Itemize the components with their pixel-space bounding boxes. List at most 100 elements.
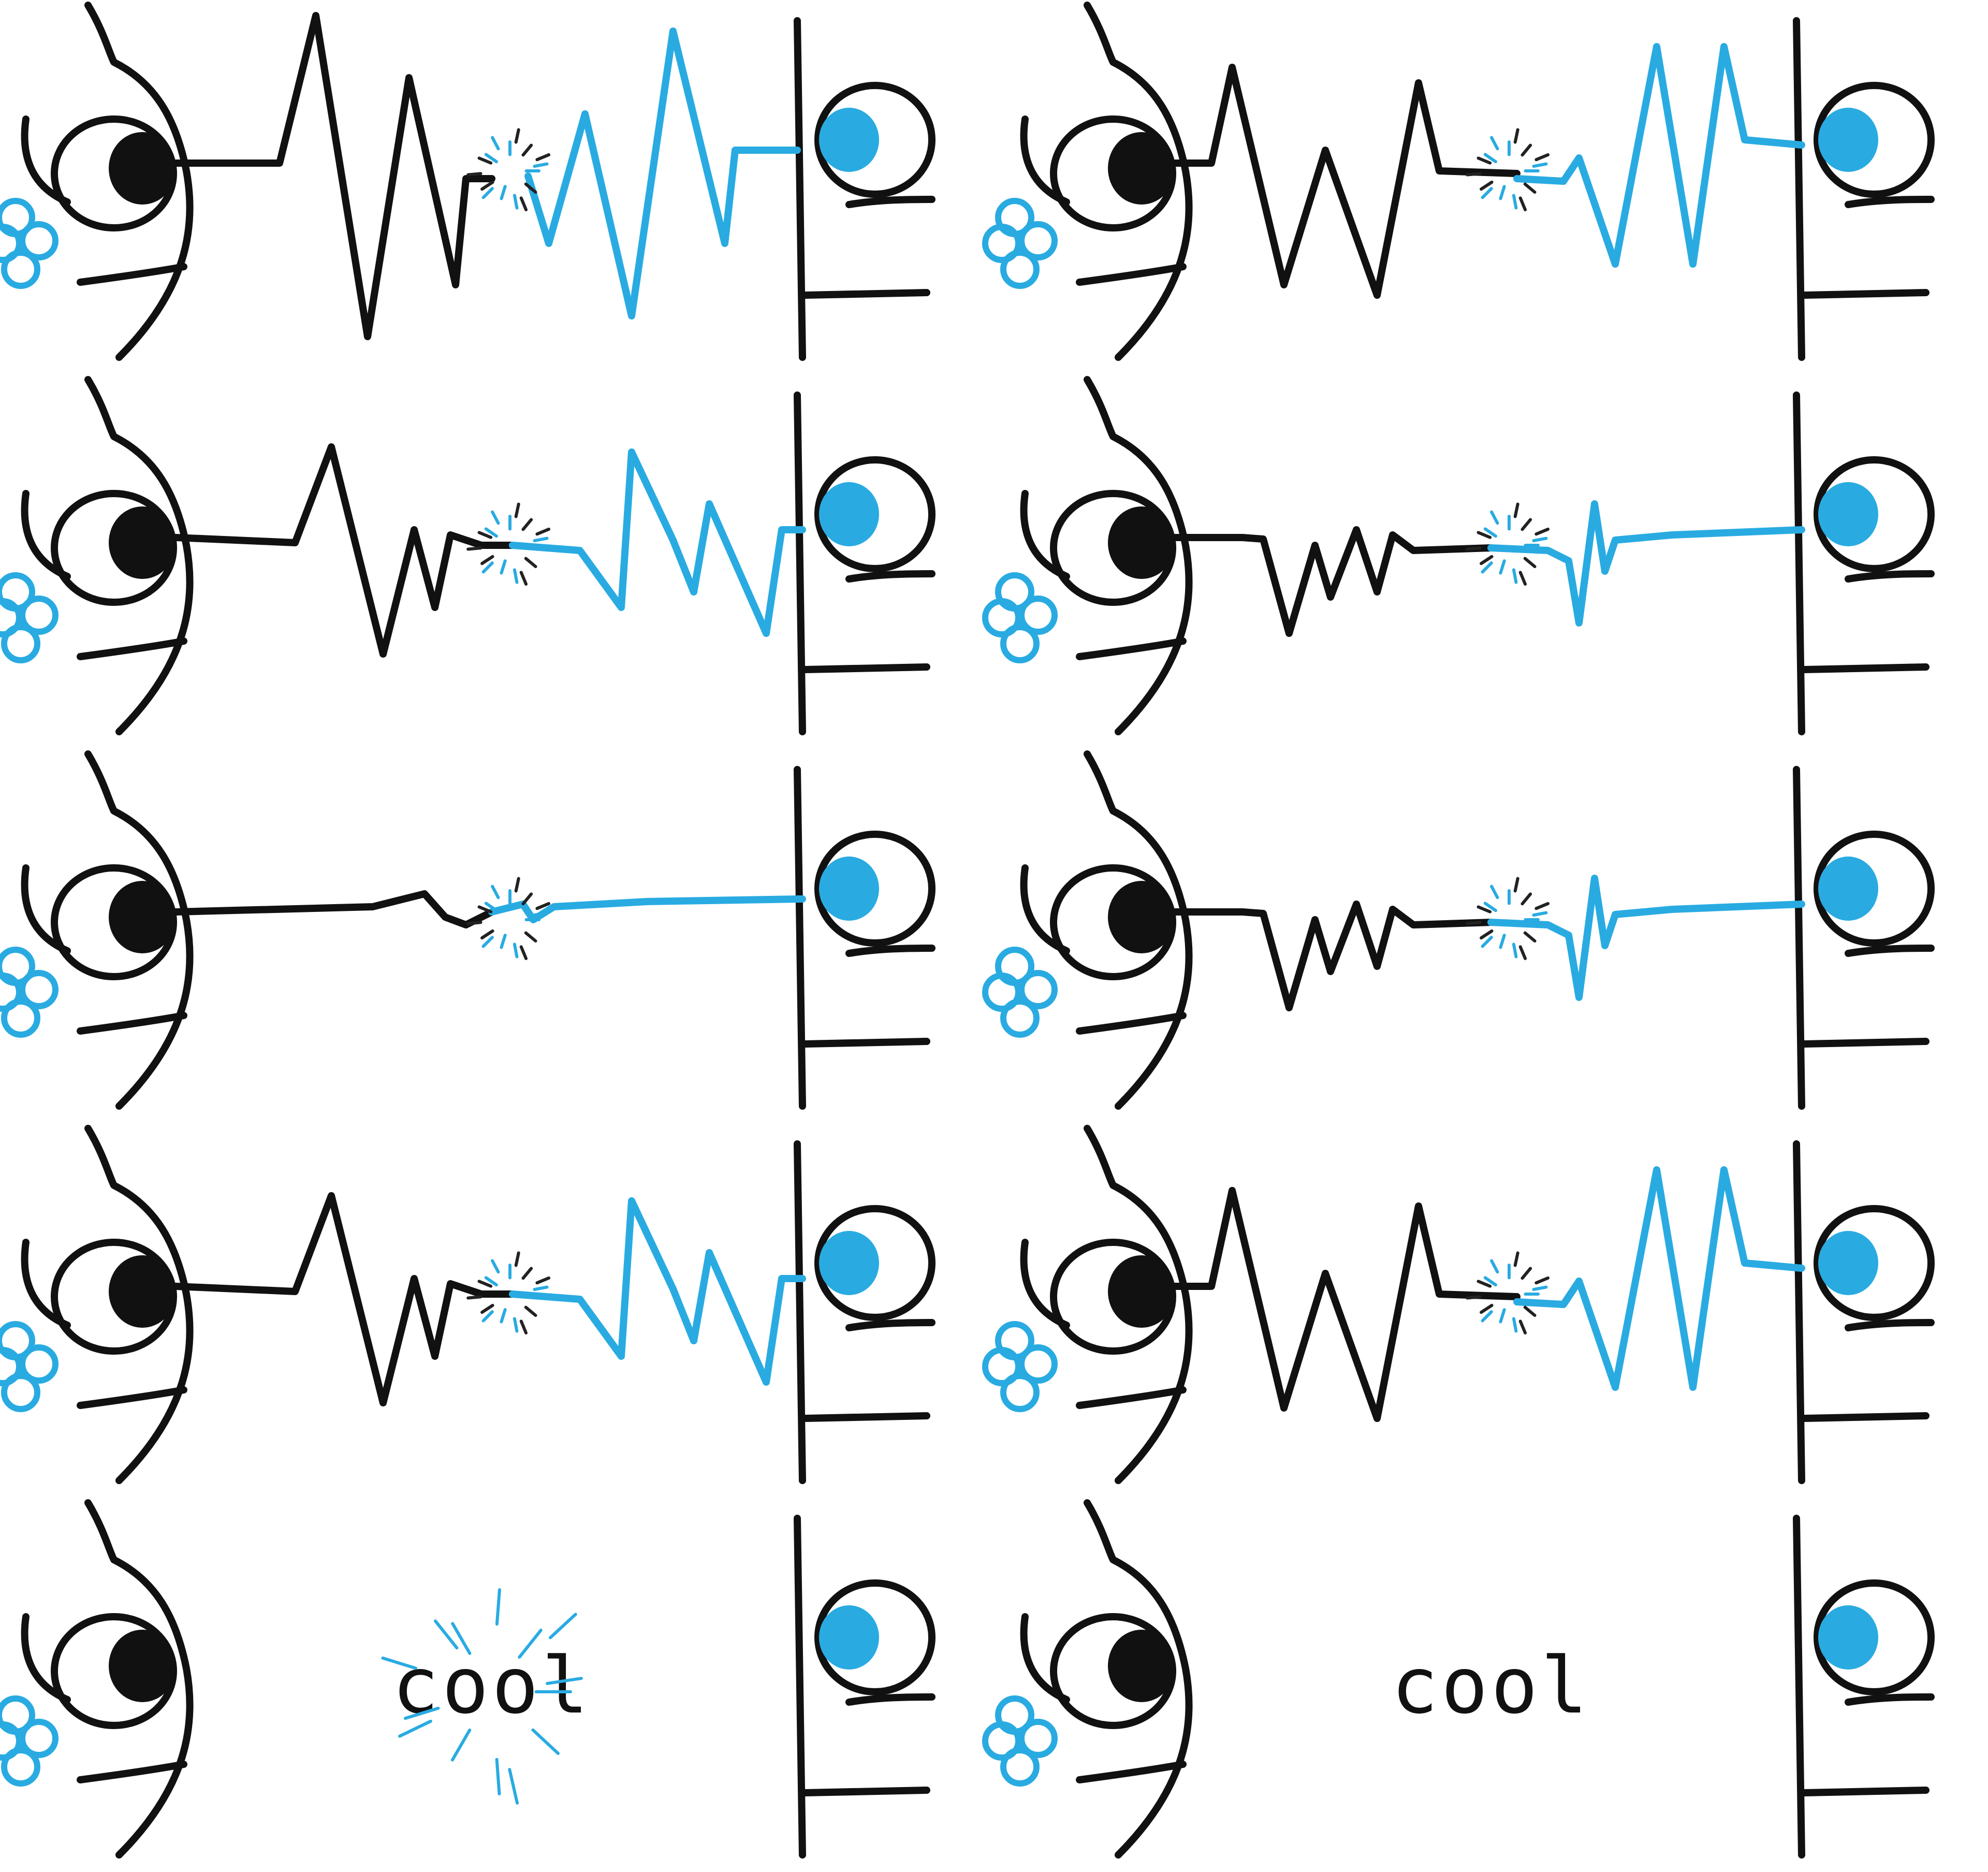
black-wave-line <box>1172 64 1521 299</box>
comic-panel-r1-right <box>982 2 1935 361</box>
left-character-cheek <box>21 490 71 580</box>
right-pupil-icon <box>819 857 879 921</box>
blue-flower-icon <box>982 947 1058 1038</box>
comic-panel-r4-left <box>0 1125 935 1484</box>
left-character-head <box>84 2 194 361</box>
right-character-mouth <box>801 663 930 673</box>
left-character-mouth <box>1076 1761 1187 1783</box>
black-wave-line <box>172 443 516 658</box>
right-character-brow <box>1845 1319 1935 1331</box>
blue-wave-line <box>1513 1166 1805 1391</box>
right-character-edge <box>794 17 806 361</box>
blue-flower-icon <box>0 1321 59 1412</box>
right-character-mouth <box>801 289 930 299</box>
right-character-brow <box>845 1693 935 1706</box>
right-character-edge <box>1793 17 1805 361</box>
blue-wave-line <box>1487 500 1805 627</box>
left-pupil-icon <box>109 1255 176 1328</box>
left-character-head <box>84 1125 194 1484</box>
panels-grid: cool cool <box>0 2 1935 1859</box>
right-character-edge <box>794 766 806 1110</box>
black-wave-line <box>172 1192 516 1406</box>
caption-text: cool <box>392 1641 591 1731</box>
blue-flower-icon <box>982 1695 1058 1787</box>
blue-flower-icon <box>0 572 59 663</box>
left-character-head <box>1084 376 1193 735</box>
left-character-head <box>84 1499 194 1859</box>
right-eye-outline-icon <box>1814 82 1935 198</box>
right-eye-outline-icon <box>814 831 935 947</box>
spark-burst <box>381 1588 583 1805</box>
blue-wave-line <box>509 448 806 637</box>
left-pupil-icon <box>109 1630 176 1702</box>
right-eye-outline-icon <box>814 1579 935 1695</box>
blue-wave-line <box>1513 43 1805 268</box>
comic-panel-r2-left <box>0 376 935 735</box>
left-character-head <box>84 376 194 735</box>
spark-burst <box>466 877 551 961</box>
right-pupil-icon <box>1818 1231 1878 1295</box>
spark-burst <box>1466 877 1550 961</box>
left-character-head <box>1084 750 1193 1110</box>
spark-burst <box>466 1251 551 1335</box>
left-pupil-icon <box>109 132 176 205</box>
left-character-mouth <box>1076 637 1187 660</box>
left-character-mouth <box>1076 263 1187 286</box>
comic-panel-r3-right <box>982 750 1935 1110</box>
blue-flower-icon <box>982 1321 1058 1412</box>
spark-burst <box>466 502 551 586</box>
right-character-mouth <box>1801 289 1929 299</box>
right-character-edge <box>1793 391 1805 735</box>
spark-burst <box>466 128 551 212</box>
right-character-mouth <box>1801 1038 1929 1048</box>
left-pupil-icon <box>1108 132 1175 205</box>
right-character-mouth <box>1801 663 1929 673</box>
left-pupil-icon <box>1108 1630 1175 1702</box>
left-character-head <box>84 750 194 1110</box>
left-character-mouth <box>77 1761 187 1783</box>
right-character-mouth <box>1801 1412 1929 1422</box>
spark-burst <box>1466 502 1550 586</box>
right-character-mouth <box>801 1787 930 1796</box>
left-pupil-icon <box>109 881 176 953</box>
left-character-cheek <box>1020 490 1070 580</box>
right-character-mouth <box>1801 1787 1929 1796</box>
comic-panel-r2-right <box>982 376 1935 735</box>
left-character-mouth <box>77 1012 187 1035</box>
right-character-brow <box>845 945 935 957</box>
right-character-brow <box>1845 570 1935 583</box>
right-character-brow <box>1845 196 1935 208</box>
right-character-edge <box>794 1515 806 1859</box>
left-character-cheek <box>1020 115 1070 206</box>
right-eye-outline-icon <box>814 1205 935 1321</box>
left-character-mouth <box>77 263 187 286</box>
right-pupil-icon <box>819 1231 879 1295</box>
left-character-head <box>1084 1125 1193 1484</box>
left-character-mouth <box>77 637 187 660</box>
right-eye-outline-icon <box>1814 456 1935 572</box>
right-character-edge <box>1793 766 1805 1110</box>
right-pupil-icon <box>819 108 879 172</box>
right-eye-outline-icon <box>814 82 935 198</box>
comic-panel-r1-left <box>0 2 935 361</box>
spark-burst <box>1466 128 1550 212</box>
right-character-brow <box>1845 945 1935 957</box>
right-pupil-icon <box>1818 857 1878 921</box>
left-character-cheek <box>21 864 71 954</box>
right-character-mouth <box>801 1412 930 1422</box>
left-character-mouth <box>77 1386 187 1409</box>
comic-panel-r5-left: cool <box>0 1499 935 1859</box>
blue-flower-icon <box>0 198 59 289</box>
left-character-mouth <box>1076 1386 1187 1409</box>
blue-wave-line <box>1487 875 1805 1001</box>
right-character-edge <box>1793 1515 1805 1859</box>
left-character-mouth <box>1076 1012 1187 1035</box>
right-character-brow <box>845 570 935 583</box>
left-character-cheek <box>1020 1239 1070 1329</box>
black-wave-line <box>1172 526 1495 637</box>
left-character-cheek <box>21 1613 71 1703</box>
right-character-brow <box>845 1319 935 1331</box>
comic-panel-r5-right: cool <box>982 1499 1935 1859</box>
left-character-cheek <box>1020 864 1070 954</box>
